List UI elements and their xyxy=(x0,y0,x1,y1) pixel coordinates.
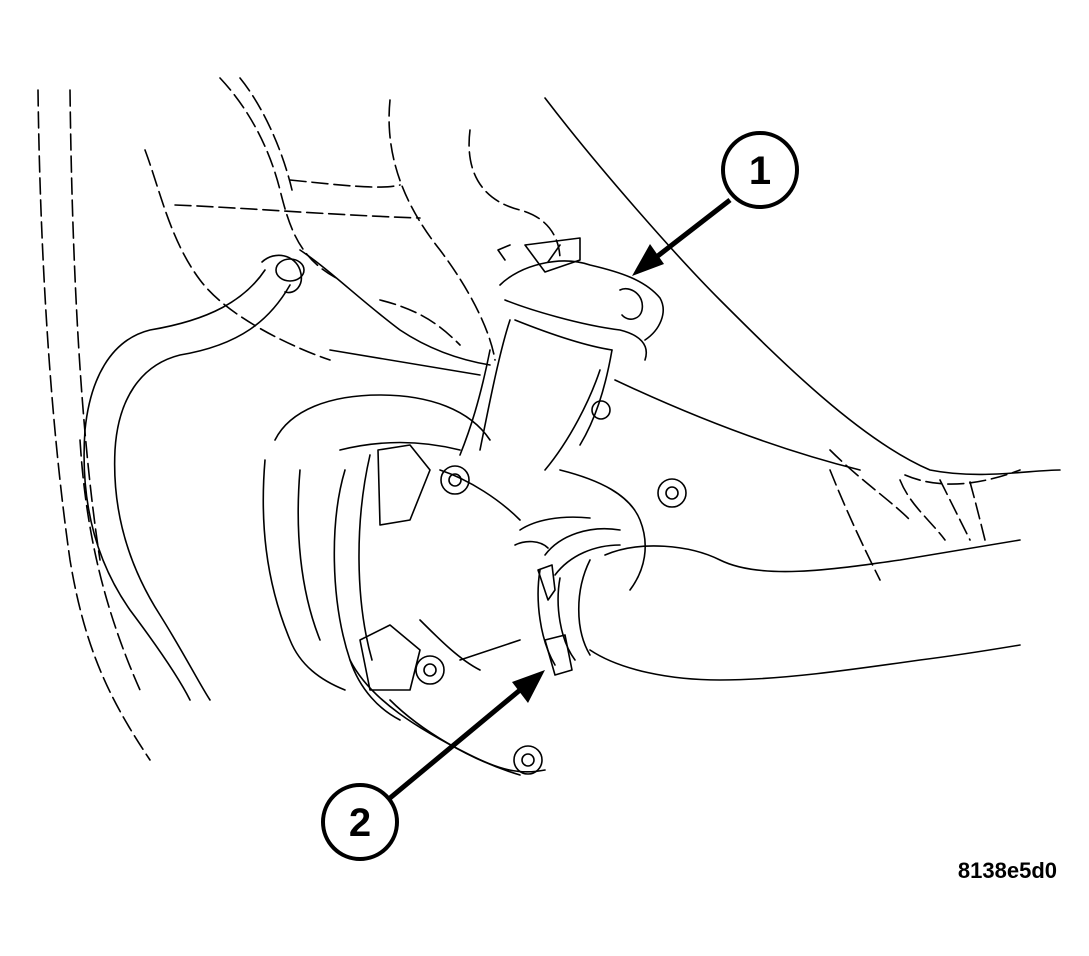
figure-id: 8138e5d0 xyxy=(957,858,1057,883)
callout-1-leader xyxy=(648,198,732,264)
callout-2-leader xyxy=(388,688,522,800)
callout-2-circle xyxy=(321,783,399,861)
lower-hose-clamp xyxy=(514,516,621,676)
coolant-pipe-left xyxy=(83,254,305,701)
callout-1: 1 xyxy=(632,131,799,276)
upper-hose xyxy=(459,319,613,471)
callout-1-arrowhead xyxy=(632,244,664,276)
callout-2: 2 xyxy=(321,670,545,861)
pump-flange-bolts xyxy=(359,400,687,775)
callout-2-arrowhead xyxy=(512,670,545,703)
callout-1-label: 1 xyxy=(749,149,771,193)
lower-hose xyxy=(578,539,1021,681)
upper-hose-clamp xyxy=(497,237,664,361)
background-panels xyxy=(299,97,1061,476)
callout-2-label: 2 xyxy=(349,801,371,845)
water-pump-body xyxy=(262,394,646,776)
callout-1-circle xyxy=(721,131,799,209)
background-structure-dashed xyxy=(37,77,1021,761)
